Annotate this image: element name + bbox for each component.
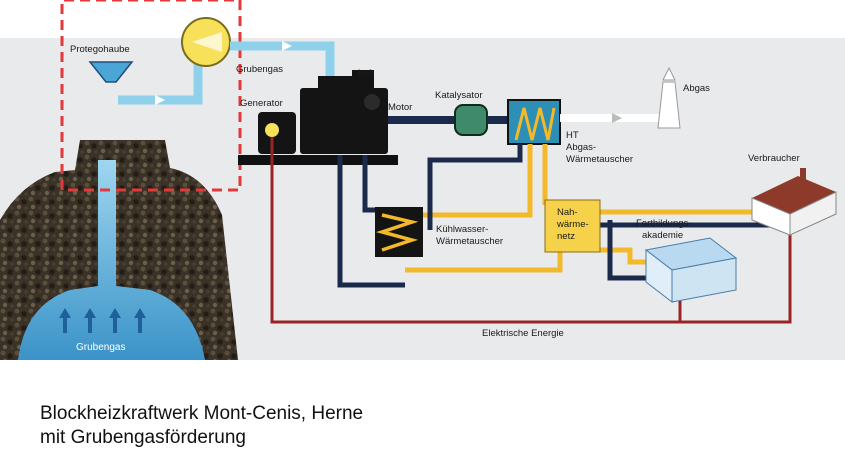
protegohaube-funnel <box>88 61 134 83</box>
label-nah-1: Nah- <box>557 207 578 218</box>
label-generator: Generator <box>240 98 283 109</box>
machine-base <box>238 155 398 165</box>
fortbildungsakademie-building <box>644 237 738 304</box>
label-motor: Motor <box>388 102 412 113</box>
label-nah-2: wärme- <box>556 219 589 230</box>
label-kuehl-1: Kühlwasser- <box>436 224 488 235</box>
label-verbraucher: Verbraucher <box>748 153 800 164</box>
label-kuehl-2: Wärmetauscher <box>436 236 503 247</box>
ht-coil-icon <box>514 107 556 141</box>
label-fort-1: Fortbildungs- <box>636 218 691 229</box>
label-abgas: Abgas <box>683 83 710 94</box>
label-protegohaube: Protegohaube <box>70 44 130 55</box>
label-ht-1: HT <box>566 130 579 141</box>
kuehl-coil-icon <box>375 213 419 252</box>
chimney-arrow <box>662 66 676 81</box>
label-nah-3: netz <box>557 231 575 242</box>
gas-arrow-1 <box>155 95 165 105</box>
chimney-icon <box>657 81 681 129</box>
katalysator-unit <box>454 104 488 136</box>
heat-pipes <box>405 144 760 273</box>
return-pipes <box>337 144 770 288</box>
label-luft: Luft <box>358 68 374 79</box>
label-katalysator: Katalysator <box>435 90 483 101</box>
nahwaermenetz-box <box>544 199 601 253</box>
motor-block <box>300 70 388 154</box>
label-grubengas-top: Grubengas <box>236 64 283 75</box>
verbraucher-house <box>751 168 837 236</box>
label-grubengas-bottom: Grubengas <box>76 342 125 353</box>
exhaust-arrow <box>612 113 622 123</box>
compressor-blade <box>192 32 222 52</box>
generator-terminal <box>265 123 279 137</box>
label-fort-2: akademie <box>642 230 683 241</box>
boundary-dashed <box>60 0 242 192</box>
gas-pipe-lower <box>118 62 203 105</box>
gas-arrow-2 <box>282 41 292 51</box>
label-elektrische-energie: Elektrische Energie <box>482 328 564 339</box>
caption-subtitle: mit Grubengasförderung <box>40 427 246 448</box>
caption-title: Blockheizkraftwerk Mont-Cenis, Herne <box>40 403 364 424</box>
gas-pipe-upper <box>230 41 335 82</box>
electric-line <box>270 137 792 324</box>
label-ht-3: Wärmetauscher <box>566 154 633 165</box>
label-ht-2: Abgas- <box>566 142 596 153</box>
gas-arrows <box>59 308 146 333</box>
